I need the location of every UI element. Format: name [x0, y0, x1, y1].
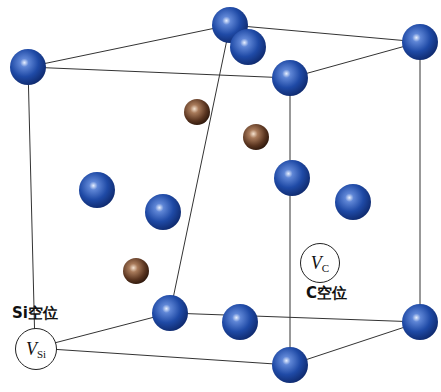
c-vacancy: VC [300, 243, 340, 283]
vacancy-subscript: C [322, 262, 329, 274]
si-vacancy: VSi [15, 328, 57, 370]
cell-edges [28, 25, 420, 365]
vacancy-label: C空位 [306, 284, 347, 303]
c-atoms [123, 99, 269, 284]
si-atoms [10, 7, 438, 383]
vacancy-label: Si空位 [12, 304, 58, 323]
vacancy-symbol: V [26, 339, 37, 360]
vacancy-symbol: V [311, 253, 322, 274]
vacancy-subscript: Si [37, 348, 46, 360]
